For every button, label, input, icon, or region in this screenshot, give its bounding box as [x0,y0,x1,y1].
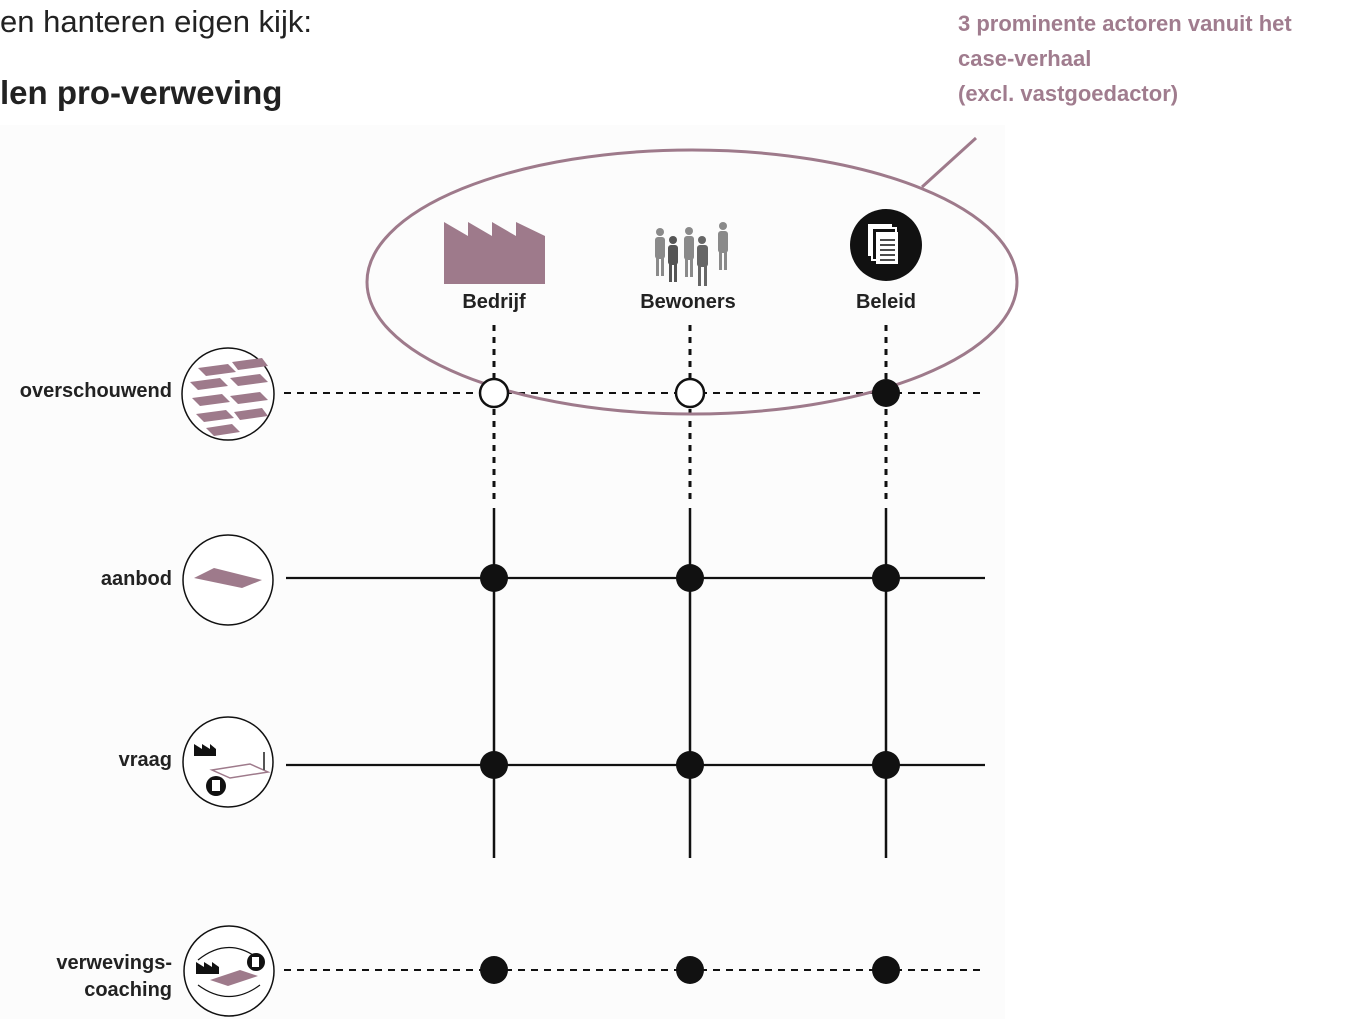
heading-line-2: len pro-verweving [0,74,283,111]
actor-label-beleid: Beleid [855,291,917,313]
document-icon [850,209,922,281]
row-label-line-2: coaching [84,979,172,1001]
node-vraag-beleid [872,751,900,779]
annotation-pointer-line [920,136,978,189]
demand-icon [182,716,274,808]
node-coaching-bewoners [676,956,704,984]
actors-highlight-ellipse [365,148,1019,416]
row-label-verwevingscoaching: verwevings- coaching [56,950,172,1004]
annotation-line-3: (excl. vastgoedactor) [958,81,1179,106]
actor-label-bewoners: Bewoners [640,291,736,313]
heading-line-1: en hanteren eigen kijk: [0,4,312,39]
node-coaching-beleid [872,956,900,984]
row-label-vraag: vraag [118,749,172,771]
annotation-line-2: case-verhaal [958,46,1092,71]
actor-label-bedrijf: Bedrijf [462,291,526,313]
node-vraag-bewoners [676,751,704,779]
stacked-layers-icon [181,347,275,441]
actor-annotation: 3 prominente actoren vanuit het case-ver… [958,6,1292,111]
single-layer-icon [182,534,274,626]
node-open-bewoners [674,377,706,409]
node-coaching-bedrijf [480,956,508,984]
node-aanbod-bewoners [676,564,704,592]
node-aanbod-beleid [872,564,900,592]
node-vraag-bedrijf [480,751,508,779]
coaching-icon [183,925,275,1017]
row-label-line-1: verwevings- [56,952,172,974]
people-icon [655,222,728,286]
annotation-line-1: 3 prominente actoren vanuit het [958,11,1292,36]
row-label-aanbod: aanbod [100,568,172,590]
factory-icon [444,222,545,284]
row-label-overschouwend: overschouwend [19,380,172,402]
node-filled-beleid [872,379,900,407]
node-aanbod-bedrijf [480,564,508,592]
node-open-bedrijf [478,377,510,409]
